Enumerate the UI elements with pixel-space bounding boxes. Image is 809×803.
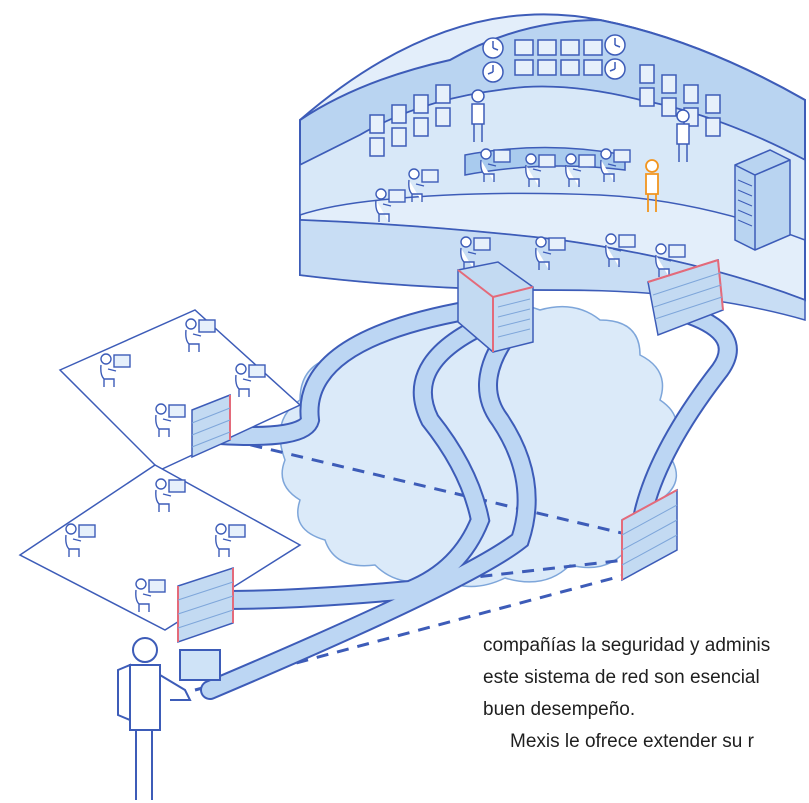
control-room (299, 13, 806, 321)
body-text: compañías la seguridad y adminis este si… (483, 630, 809, 758)
text-line-3: buen desempeño. (483, 699, 636, 720)
mobile-user (117, 637, 221, 800)
highlighted-person-icon (645, 159, 659, 212)
firewall-icon (177, 259, 724, 644)
operator-desk (375, 146, 686, 278)
text-line-4: Mexis le ofrece extender su r (510, 731, 754, 752)
remote-office-1 (58, 309, 302, 471)
text-line-2: este sistema de red son esencial (483, 667, 760, 688)
server-rack-icon (734, 149, 791, 251)
text-line-1: compañías la seguridad y adminis (483, 635, 771, 656)
network-tunnels (200, 300, 738, 700)
clock-icon (482, 34, 626, 83)
